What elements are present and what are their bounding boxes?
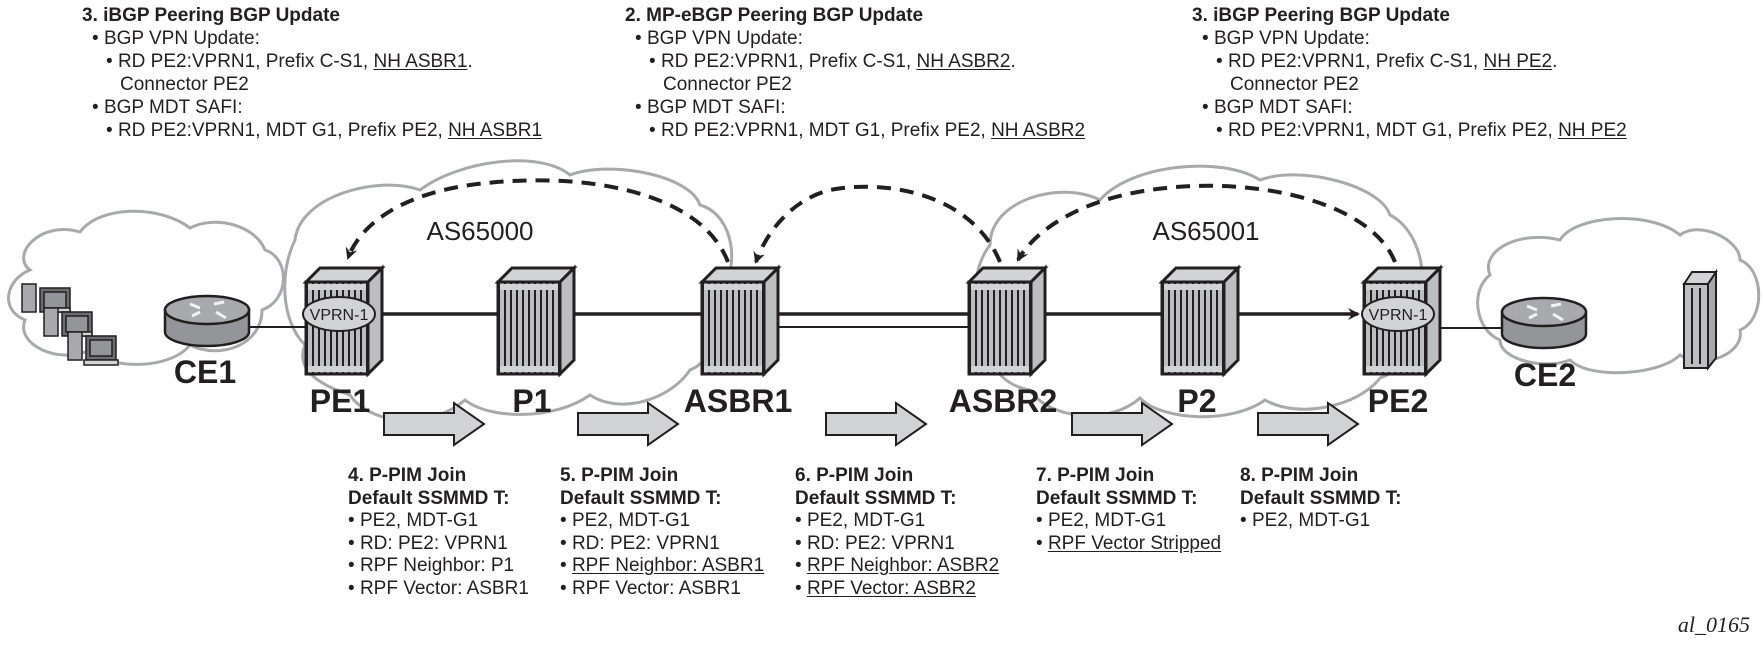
node-label-pe2: PE2 — [1368, 383, 1428, 419]
pim-join-arrows — [383, 401, 1360, 447]
bgp-update-block: 3. iBGP Peering BGP Update• BGP VPN Upda… — [82, 4, 542, 142]
join-subtitle: Default SSMMD T: — [560, 487, 722, 509]
bullet-item: • BGP VPN Update: — [635, 28, 803, 49]
router-asbr1[interactable] — [700, 266, 780, 376]
node-label-pe1: PE1 — [310, 383, 370, 419]
join-title: 8. P-PIM Join — [1240, 465, 1359, 486]
as-label-right: AS65001 — [1153, 216, 1260, 246]
join-item: • RPF Neighbor: P1 — [348, 555, 515, 576]
block-title: 3. iBGP Peering BGP Update — [82, 5, 340, 26]
router-ce2[interactable] — [1500, 296, 1588, 350]
join-item: • RPF Vector: ASBR1 — [560, 577, 741, 599]
pim-join-direction-arrow — [1071, 401, 1174, 447]
router-p1[interactable] — [496, 266, 576, 376]
bullet-item: • BGP MDT SAFI: — [635, 97, 786, 118]
continuation-line: Connector PE2 — [1230, 74, 1359, 95]
next-hop: NH ASBR2 — [916, 51, 1011, 72]
bullet-item: • RD PE2:VPRN1, MDT G1, Prefix PE2, NH P… — [1216, 120, 1627, 141]
customer-site-1-cloud — [7, 209, 285, 366]
next-hop: NH ASBR1 — [448, 120, 543, 141]
block-title: 3. iBGP Peering BGP Update — [1192, 5, 1450, 26]
node-label-asbr1: ASBR1 — [684, 383, 792, 419]
vprn-label: VPRN-1 — [310, 307, 369, 324]
bullet-item: • RD PE2:VPRN1, Prefix C-S1, NH ASBR1. — [106, 51, 473, 72]
pim-join-direction-arrow — [577, 401, 680, 447]
continuation-line: Connector PE2 — [120, 74, 249, 95]
server-icon — [1682, 268, 1718, 371]
join-subtitle: Default SSMMD T: — [1240, 487, 1402, 509]
join-item: • RPF Vector: ASBR2 — [795, 577, 976, 599]
bgp-update-block: 2. MP-eBGP Peering BGP Update• BGP VPN U… — [625, 4, 1085, 142]
join-item: • PE2, MDT-G1 — [795, 510, 926, 531]
join-item: • RD: PE2: VPRN1 — [795, 532, 955, 554]
as-label-left: AS65000 — [427, 216, 534, 246]
node-label-p1: P1 — [512, 383, 551, 419]
bullet-item: • RD PE2:VPRN1, Prefix C-S1, NH PE2. — [1216, 51, 1558, 72]
customer-site-2-cloud — [1476, 217, 1761, 375]
bullet-item: • RD PE2:VPRN1, Prefix C-S1, NH ASBR2. — [649, 51, 1016, 72]
next-hop: NH ASBR1 — [373, 51, 468, 72]
next-hop: NH PE2 — [1558, 120, 1627, 141]
pim-join-direction-arrow — [825, 401, 928, 447]
bullet-item: • BGP VPN Update: — [1202, 28, 1370, 49]
router-asbr2[interactable] — [967, 266, 1047, 376]
join-item: • PE2, MDT-G1 — [560, 510, 691, 531]
join-title: 7. P-PIM Join — [1036, 465, 1155, 486]
bullet-item: • BGP MDT SAFI: — [1202, 97, 1353, 118]
router-p2[interactable] — [1160, 266, 1240, 376]
join-title: 6. P-PIM Join — [795, 465, 914, 486]
bullet-item: • RD PE2:VPRN1, MDT G1, Prefix PE2, NH A… — [106, 120, 543, 141]
next-hop: NH ASBR2 — [991, 120, 1086, 141]
block-title: 2. MP-eBGP Peering BGP Update — [625, 5, 924, 26]
vprn-badge-pe2: VPRN-1 — [1361, 296, 1435, 332]
bgp-update-arc-pe2-to-asbr2 — [1016, 183, 1397, 263]
node-label-p2: P2 — [1177, 383, 1216, 419]
bgp-update-block: 3. iBGP Peering BGP Update• BGP VPN Upda… — [1192, 4, 1627, 142]
bgp-update-arc-asbr2-to-asbr1 — [753, 184, 1002, 264]
join-item: • PE2, MDT-G1 — [1240, 510, 1371, 531]
bullet-item: • BGP MDT SAFI: — [92, 97, 243, 118]
join-item: • RPF Vector Stripped — [1036, 532, 1222, 554]
node-label-ce1: CE1 — [174, 354, 236, 390]
bgp-update-arc-asbr1-to-pe1 — [345, 178, 730, 263]
bullet-item: • BGP VPN Update: — [92, 28, 260, 49]
vprn-label: VPRN-1 — [1369, 307, 1428, 324]
router-arrows-icon — [1526, 302, 1564, 322]
bullet-item: • RD PE2:VPRN1, MDT G1, Prefix PE2, NH A… — [649, 120, 1086, 141]
figure-id: al_0165 — [1677, 612, 1750, 637]
join-subtitle: Default SSMMD T: — [1036, 487, 1198, 509]
join-item: • RD: PE2: VPRN1 — [348, 532, 508, 554]
continuation-line: Connector PE2 — [663, 74, 792, 95]
join-item: • RPF Neighbor: ASBR2 — [795, 555, 1000, 576]
join-item: • PE2, MDT-G1 — [1036, 510, 1167, 531]
pim-join-direction-arrow — [383, 401, 486, 447]
node-label-ce2: CE2 — [1514, 357, 1576, 393]
pc-icon — [67, 331, 119, 366]
join-item: • RPF Neighbor: ASBR1 — [560, 555, 765, 576]
router-ce1[interactable] — [163, 294, 251, 348]
join-subtitle: Default SSMMD T: — [348, 487, 510, 509]
join-subtitle: Default SSMMD T: — [795, 487, 957, 509]
node-label-asbr2: ASBR2 — [949, 383, 1057, 419]
pim-join-direction-arrow — [1257, 401, 1360, 447]
join-title: 5. P-PIM Join — [560, 465, 679, 486]
router-arrows-icon — [189, 300, 227, 320]
join-title: 4. P-PIM Join — [348, 465, 467, 486]
join-item: • RD: PE2: VPRN1 — [560, 532, 720, 554]
vprn-badge-pe1: VPRN-1 — [302, 296, 376, 332]
join-item: • PE2, MDT-G1 — [348, 510, 479, 531]
join-item: • RPF Vector: ASBR1 — [348, 577, 529, 599]
next-hop: NH PE2 — [1483, 51, 1553, 72]
